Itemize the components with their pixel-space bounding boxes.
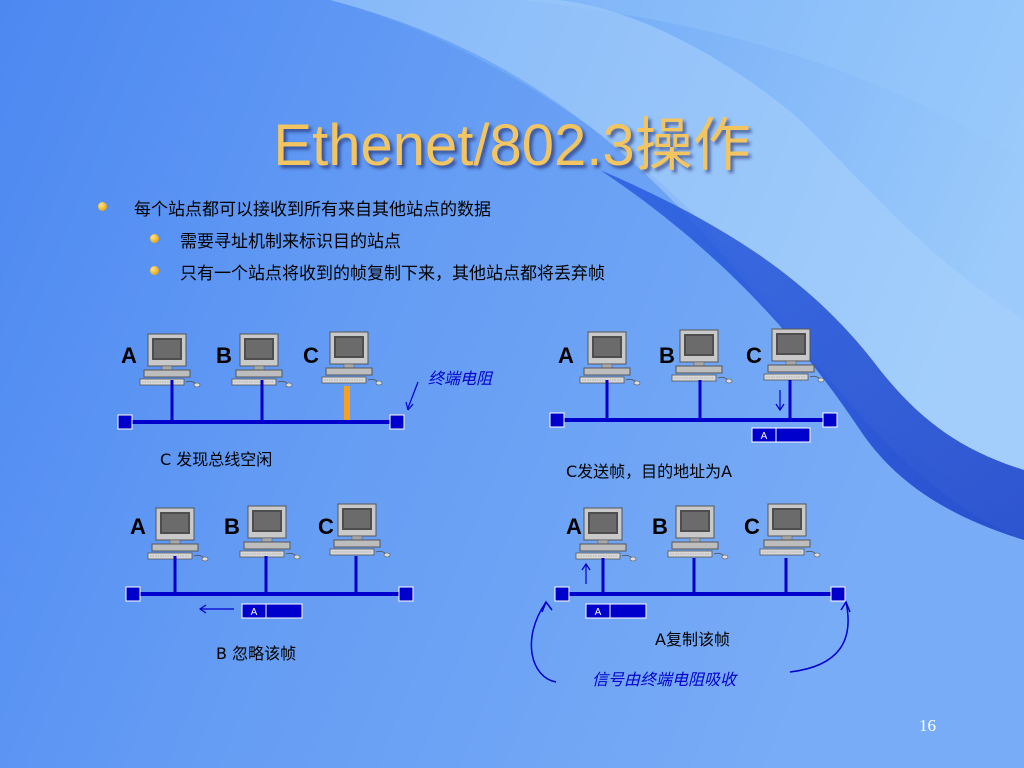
caption-bottom-right: A复制该帧 <box>655 630 730 649</box>
terminator-label: 终端电阻 <box>428 369 493 388</box>
station-label-b: B <box>216 343 232 368</box>
station-label-b: B <box>224 514 240 539</box>
frame-address-label: A <box>595 607 602 618</box>
diagram-bottom-right <box>530 503 851 683</box>
station-label-c: C <box>318 514 334 539</box>
frame-address-label: A <box>251 607 258 618</box>
diagram-top-right <box>549 328 838 443</box>
station-label-b: B <box>652 514 668 539</box>
bullet-main: 每个站点都可以接收到所有来自其他站点的数据 <box>134 200 491 220</box>
station-label-a: A <box>558 343 574 368</box>
bullet-sub-1: 需要寻址机制来标识目的站点 <box>180 232 401 252</box>
frame-address-label: A <box>761 431 768 442</box>
caption-top-left: C 发现总线空闲 <box>160 450 273 469</box>
bullet-dot <box>150 266 159 275</box>
station-label-b: B <box>659 343 675 368</box>
station-label-a: A <box>121 343 137 368</box>
station-label-c: C <box>744 514 760 539</box>
station-label-c: C <box>303 343 319 368</box>
page-number: 16 <box>919 716 936 735</box>
terminator <box>389 414 405 430</box>
terminator <box>117 414 133 430</box>
station-label-c: C <box>746 343 762 368</box>
caption-top-right: C发送帧，目的地址为A <box>566 462 733 481</box>
slide-title: Ethenet/802.3操作 <box>273 113 751 178</box>
bullet-dot <box>150 234 159 243</box>
bullet-dot <box>98 202 107 211</box>
station-label-a: A <box>566 514 582 539</box>
station-label-a: A <box>130 514 146 539</box>
caption-bottom-left: B 忽略该帧 <box>216 644 297 663</box>
diagram-top-left <box>117 331 419 430</box>
absorb-label: 信号由终端电阻吸收 <box>592 670 737 689</box>
diagram-bottom-left <box>125 503 414 619</box>
bullet-sub-2: 只有一个站点将收到的帧复制下来，其他站点都将丢弃帧 <box>180 264 605 284</box>
